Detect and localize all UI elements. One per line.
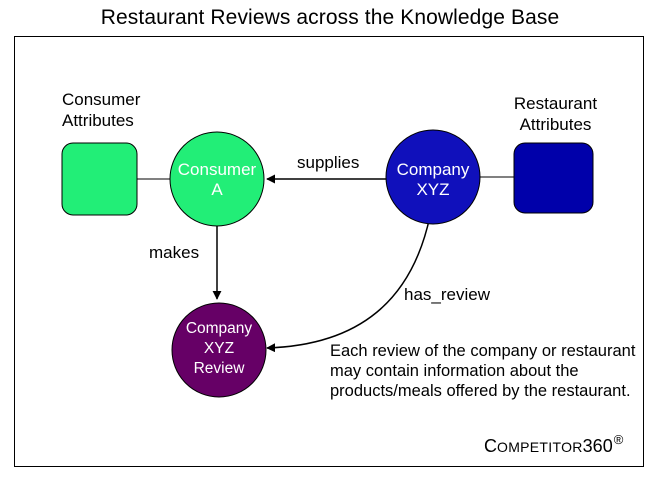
restaurant-attributes-label: Restaurant Attributes bbox=[503, 93, 608, 135]
restaurant-attributes-label-line1: Restaurant bbox=[513, 94, 598, 113]
consumer-node-line1: Consumer bbox=[177, 160, 257, 179]
has-review-arrow bbox=[266, 215, 431, 353]
review-node-line2: XYZ bbox=[203, 340, 235, 357]
makes-edge-label: makes bbox=[149, 243, 200, 262]
restaurant-attributes-label-line2: Attributes bbox=[519, 115, 592, 134]
has-review-edge-label: has_review bbox=[404, 285, 490, 304]
diagram-frame bbox=[14, 36, 644, 467]
company-xyz-review-node-label: Company XYZ Review bbox=[172, 319, 266, 379]
brand-lead-letter: C bbox=[484, 436, 497, 456]
consumer-a-node bbox=[169, 131, 265, 227]
registered-mark: ® bbox=[613, 432, 624, 447]
company-xyz-review-node bbox=[171, 302, 267, 398]
brand-rest: OMPETITOR bbox=[497, 439, 583, 455]
consumer-attributes-box bbox=[61, 142, 138, 216]
consumer-attributes-label: Consumer Attributes bbox=[62, 89, 140, 131]
company-xyz-node bbox=[385, 129, 481, 225]
review-node-line3: Review bbox=[193, 360, 245, 377]
review-note: Each review of the company or restaurant… bbox=[330, 342, 636, 400]
consumer-attributes-label-line1: Consumer bbox=[62, 90, 141, 109]
diagram-title: Restaurant Reviews across the Knowledge … bbox=[100, 6, 560, 29]
company-node-line2: XYZ bbox=[416, 180, 450, 199]
consumer-a-node-label: Consumer A bbox=[170, 160, 264, 200]
company-node-line1: Company bbox=[396, 160, 470, 179]
restaurant-attributes-box bbox=[513, 142, 594, 214]
consumer-node-line2: A bbox=[211, 180, 223, 199]
competitor360-brand: COMPETITOR360® bbox=[484, 430, 623, 457]
review-node-line1: Company bbox=[185, 320, 253, 337]
company-xyz-node-label: Company XYZ bbox=[386, 160, 480, 200]
brand-number: 360 bbox=[582, 436, 613, 456]
supplies-edge-label: supplies bbox=[297, 153, 360, 172]
consumer-attributes-label-line2: Attributes bbox=[62, 111, 134, 130]
